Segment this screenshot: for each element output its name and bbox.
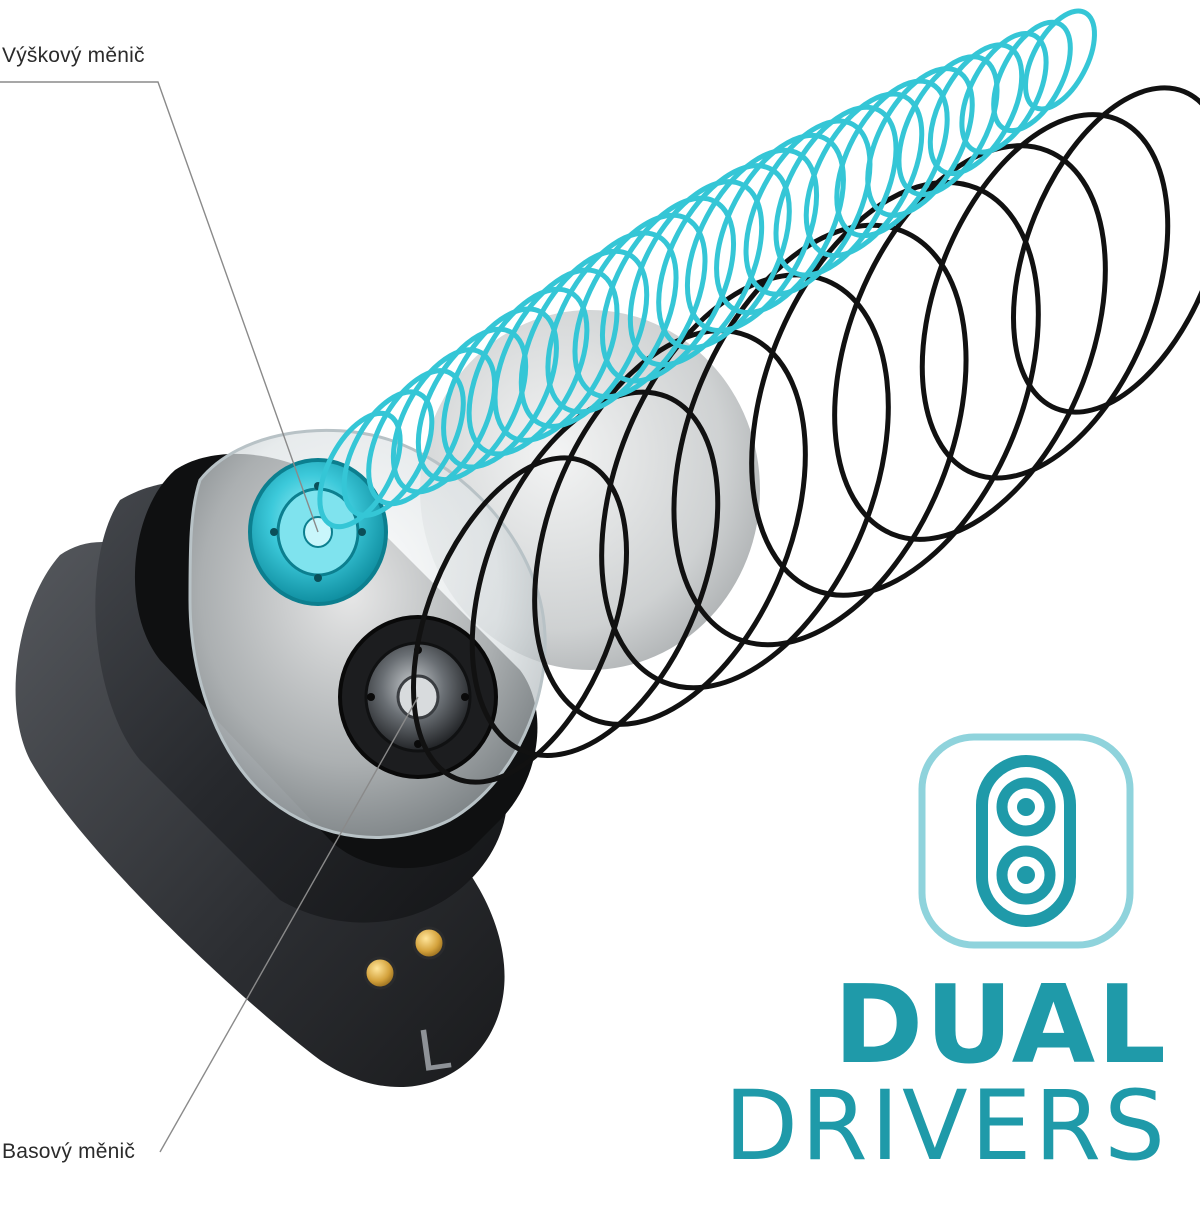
bass-wave-ring	[599, 272, 891, 691]
bass-driver-hole	[367, 693, 375, 701]
treble-wave-ring	[684, 147, 820, 334]
badge-driver-bottom	[996, 845, 1056, 905]
bass-wave-ring	[919, 112, 1171, 481]
charging-contact-1	[412, 926, 446, 960]
bass-wave-ring	[749, 179, 1041, 598]
badge-outline	[918, 733, 1134, 949]
treble-wave-ring	[714, 132, 846, 316]
bass-driver-label: Basový měnič	[2, 1140, 136, 1163]
treble-driver-label: Výškový měnič	[2, 44, 145, 67]
callout-line-treble	[0, 81, 319, 533]
callout-line-bass	[159, 696, 419, 1153]
badge-driver-top-dot	[1017, 798, 1035, 816]
bass-sound-waves	[410, 85, 1200, 785]
bass-wave-ring	[532, 328, 808, 727]
treble-wave-ring	[1023, 8, 1097, 112]
treble-wave-ring	[991, 19, 1073, 134]
treble-driver-hole	[314, 574, 322, 582]
treble-wave-ring	[896, 54, 1000, 197]
callout-lines	[0, 81, 419, 1153]
bass-driver-hole	[461, 693, 469, 701]
treble-wave-ring	[803, 91, 925, 259]
dual-driver-icon	[918, 733, 1134, 949]
treble-wave-ring	[656, 163, 792, 351]
bass-wave-ring	[469, 389, 721, 759]
bass-wave-ring	[671, 222, 969, 648]
treble-wave-ring	[317, 410, 403, 530]
bass-wave-ring	[1010, 85, 1200, 415]
treble-wave-ring	[415, 326, 529, 483]
treble-wave-ring	[341, 389, 435, 518]
treble-driver-hole	[358, 528, 366, 536]
charging-contact-2	[363, 956, 397, 990]
treble-wave-ring	[927, 42, 1025, 177]
badge-speaker-pill	[976, 755, 1076, 927]
bass-driver-hole	[414, 740, 422, 748]
bass-wave-ring	[832, 143, 1108, 542]
badge-driver-top	[996, 777, 1056, 837]
headline-drivers: DRIVERS	[724, 1070, 1168, 1182]
bass-wave-ring	[410, 455, 630, 785]
headline-dual: DUAL	[833, 963, 1168, 1088]
badge-driver-bottom-dot	[1017, 866, 1035, 884]
treble-wave-ring	[773, 104, 899, 278]
treble-driver-hole	[270, 528, 278, 536]
treble-sound-waves	[317, 8, 1097, 530]
treble-wave-ring	[390, 347, 498, 495]
